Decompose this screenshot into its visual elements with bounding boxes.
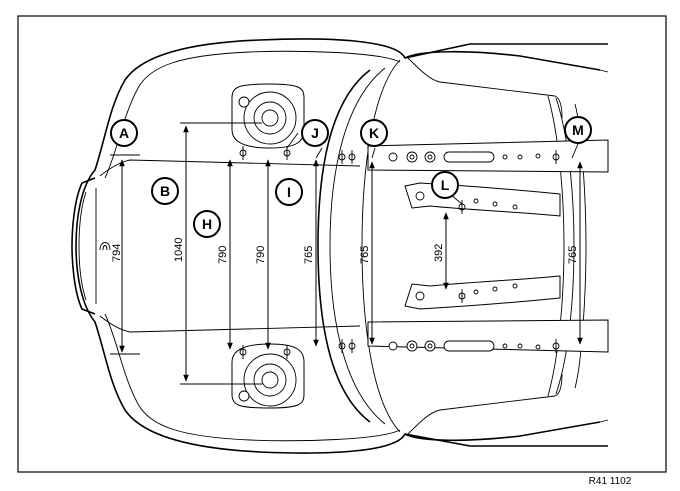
svg-text:I: I [287,184,291,200]
dimension-H-outer: 1040 [173,122,262,385]
measurement-markers [239,146,560,359]
callout-H: H [193,210,221,238]
callout-K: K [360,119,388,147]
svg-text:M: M [572,122,584,138]
svg-text:L: L [441,177,450,193]
svg-text:H: H [202,216,212,232]
dim-label-L: 392 [433,244,445,262]
svg-text:A: A [119,125,129,141]
svg-text:J: J [311,125,319,141]
callout-M: M [564,116,592,144]
figure-reference: R41 1102 [589,476,632,487]
callout-L: L [431,171,459,199]
rails [367,139,609,353]
svg-text:B: B [160,183,170,199]
car-body-outline [71,38,609,454]
front-strut-bottom [231,343,305,409]
dimension-A: 794 [110,154,140,355]
front-strut-top [231,83,305,149]
callout-J: J [301,119,329,147]
callout-A: A [110,119,138,147]
figure-frame [17,15,667,473]
dim-label-I: 790 [255,246,267,264]
dim-label-J: 765 [303,246,315,264]
callout-I: I [275,178,303,206]
dim-label-A: 794 [111,244,123,262]
dimension-L: 392 [433,212,449,290]
dimension-K: 765 [359,161,375,345]
rear-cross-members [404,182,561,310]
dimension-H-inner: 790 [217,159,233,350]
dim-label-K: 765 [359,246,371,264]
svg-text:K: K [369,125,379,141]
dimension-M: 765 [567,161,583,345]
dimension-I: 790 [255,159,271,350]
dimension-J: 765 [303,159,319,347]
dim-label-M: 765 [567,246,579,264]
dim-label-H-outer: 1040 [173,238,185,262]
dim-label-H-inner: 790 [217,246,229,264]
callout-B: B [151,177,179,205]
